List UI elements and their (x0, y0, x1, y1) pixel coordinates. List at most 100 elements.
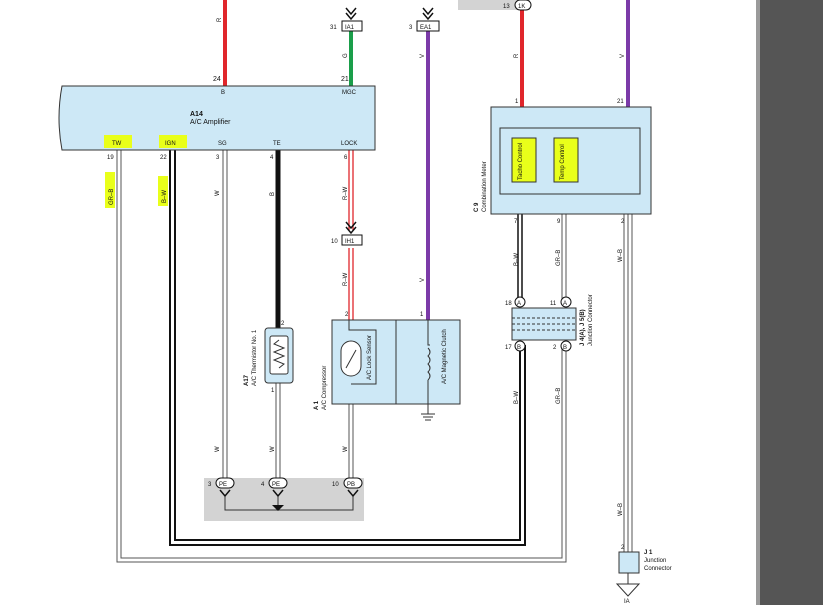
pe2-tag (268, 477, 288, 489)
junction-pin-18 (514, 296, 526, 308)
wire-label-grb: GR–B (109, 189, 115, 205)
1k-tag (514, 0, 532, 11)
wire-grb-tw-outer (116, 150, 567, 563)
meter-pin-9: 9 (557, 219, 561, 225)
wire-label-b1: B (270, 192, 276, 196)
amp-pin-ign: IGN (165, 141, 176, 147)
junction-ref: J 4(A), J 5(B) (580, 309, 586, 346)
meter-name: Combination Meter (482, 161, 488, 212)
wire-label-grb2: GR–B (556, 250, 562, 266)
ea1-arrow-icon (422, 7, 434, 21)
ac-amplifier-box (58, 85, 376, 151)
wire-label-g: G (343, 53, 349, 58)
temp-control-block (553, 137, 579, 183)
amp-pin-tw-num: 19 (107, 155, 114, 161)
pe1-num: 3 (208, 482, 212, 488)
j1-name-1: Junction (644, 558, 666, 564)
wire-label-r2: R (514, 53, 520, 58)
amp-pin-lock: LOCK (341, 141, 357, 147)
highlight-bw (158, 176, 168, 206)
temp-control-label: Temp Control (560, 144, 566, 180)
clutch-wire-top (427, 320, 430, 346)
amp-pin-mgc-num: 21 (341, 76, 349, 83)
junction-pin-17-letter: B (517, 345, 521, 351)
amp-pin-b: B (221, 90, 225, 96)
ground-triangle-icon (615, 583, 641, 597)
wire-label-bw: B–W (162, 190, 168, 203)
tacho-control-label: Tacho Control (518, 143, 524, 180)
left-margin (0, 0, 18, 605)
ground-bus-arrow (272, 505, 284, 511)
wire-label-wb2: W–B (618, 503, 624, 516)
meter-pin-21: 21 (617, 99, 624, 105)
wire-bw-ign-inner (174, 150, 521, 541)
ground-label: IA (624, 599, 630, 605)
wire-label-w3: W (270, 446, 276, 452)
j1-pin: 2 (621, 545, 625, 551)
junction-pin-2-num: 2 (553, 345, 557, 351)
clutch-label: A/C Magnetic Clutch (442, 329, 448, 384)
j1-box (618, 551, 640, 574)
junction-pin-18-letter: A (517, 301, 521, 307)
tacho-control-block (511, 137, 537, 183)
junction-pin-11-letter: A (563, 301, 567, 307)
ia1-num: 31 (330, 25, 337, 31)
pe1-label: PE (219, 482, 227, 488)
pe1-arrow-icon (219, 489, 231, 498)
comp-ref: A 1 (314, 400, 320, 410)
wire-label-w2: W (215, 446, 221, 452)
therm-name: A/C Thermistor No. 1 (252, 329, 258, 386)
amp-pin-sg: SG (218, 141, 227, 147)
amp-pin-tw: TW (112, 141, 122, 147)
1k-label: 1K (518, 4, 525, 10)
sensor-wire (348, 320, 377, 385)
amp-pin-sg-num: 3 (216, 155, 220, 161)
amp-name: A/C Amplifier (190, 119, 231, 126)
right-side-pane (760, 0, 823, 605)
ih1-tag (341, 234, 363, 246)
wire-label-wb: W–B (618, 249, 624, 262)
pe2-arrow-icon (272, 489, 284, 498)
amp-ref: A14 (190, 111, 203, 118)
ground-bus (224, 496, 354, 511)
ih1-arrow-icon (345, 221, 357, 235)
amp-pin-te-num: 4 (270, 155, 274, 161)
wire-label-v2: V (420, 278, 426, 282)
meter-pin-2: 2 (621, 219, 625, 225)
amp-pin-ign-num: 22 (160, 155, 167, 161)
comp-pin-1: 1 (420, 312, 424, 318)
wire-label-w4: W (343, 446, 349, 452)
pb-num: 10 (332, 482, 339, 488)
amp-pin-b-num: 24 (213, 76, 221, 83)
j1-name-2: Connector (644, 566, 672, 572)
therm-pin-2: 2 (281, 321, 285, 327)
amp-pin-mgc: MGC (342, 90, 357, 96)
lock-sensor-label: A/C Lock Sensor (367, 335, 373, 380)
highlight-grb (105, 172, 115, 208)
junction-pin-2-letter: B (563, 345, 567, 351)
junction-pin-11 (560, 296, 572, 308)
ih1-label: IH1 (345, 239, 355, 245)
junction-pin-17-num: 17 (505, 345, 512, 351)
junction-pin-17 (514, 340, 526, 352)
wire-bw-ign-outer (169, 150, 526, 546)
pe1-tag (215, 477, 235, 489)
wire-label-r1: R (217, 17, 223, 22)
page-edge-shadow (756, 0, 760, 605)
amp-pin-te: TE (273, 141, 281, 147)
resistor-icon (272, 339, 286, 369)
wire-label-v1: V (420, 54, 426, 58)
wire-label-bw2: B–W (514, 253, 520, 266)
coil-icon (427, 347, 431, 381)
pe2-num: 4 (261, 482, 265, 488)
junction-pin-18-num: 18 (505, 301, 512, 307)
ea1-num: 3 (409, 25, 413, 31)
thermistor-element (269, 335, 289, 375)
therm-ref: A17 (244, 374, 250, 386)
j1-ref: J 1 (644, 550, 653, 556)
comp-name: A/C Compressor (322, 366, 328, 410)
therm-pin-1: 1 (271, 388, 275, 394)
ia1-label: IA1 (345, 25, 355, 31)
